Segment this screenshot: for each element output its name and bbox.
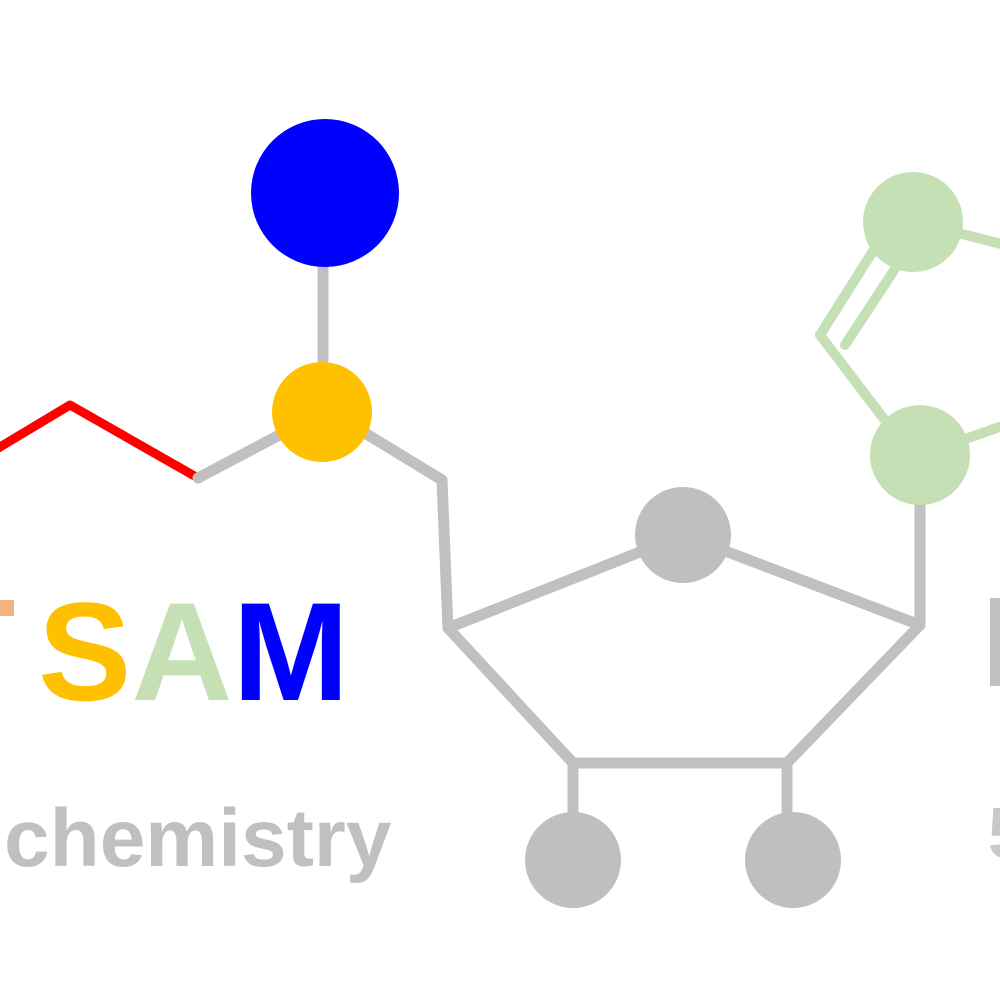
adenine-atom-bottom [870, 405, 970, 505]
adenine-atom-top [863, 172, 963, 272]
adenine-double-bond [840, 253, 907, 350]
gray-bonds [192, 259, 926, 836]
edge-glyph-fragment [990, 598, 1000, 686]
title-fragment [0, 600, 14, 616]
sulfur-atom [272, 362, 372, 462]
edge-text-fragment: 5 [988, 794, 1000, 874]
methyl-atom [251, 119, 399, 267]
title-letter-s: S [38, 573, 131, 730]
logo-title: SAM [38, 573, 349, 730]
hydroxyl-atom-right [745, 812, 841, 908]
title-letter-a: A [131, 573, 232, 730]
hydroxyl-atom-left [525, 812, 621, 908]
ring-oxygen-atom [635, 487, 731, 583]
red-chain [0, 400, 203, 483]
bond-chain-sulfur [192, 426, 291, 484]
bond-sulfur-ch2-ribose [354, 424, 454, 634]
title-letter-m: M [233, 573, 350, 730]
adenine-bond [815, 235, 885, 340]
chain-bond [0, 400, 203, 483]
logo-subtitle: chemistry [4, 793, 392, 884]
